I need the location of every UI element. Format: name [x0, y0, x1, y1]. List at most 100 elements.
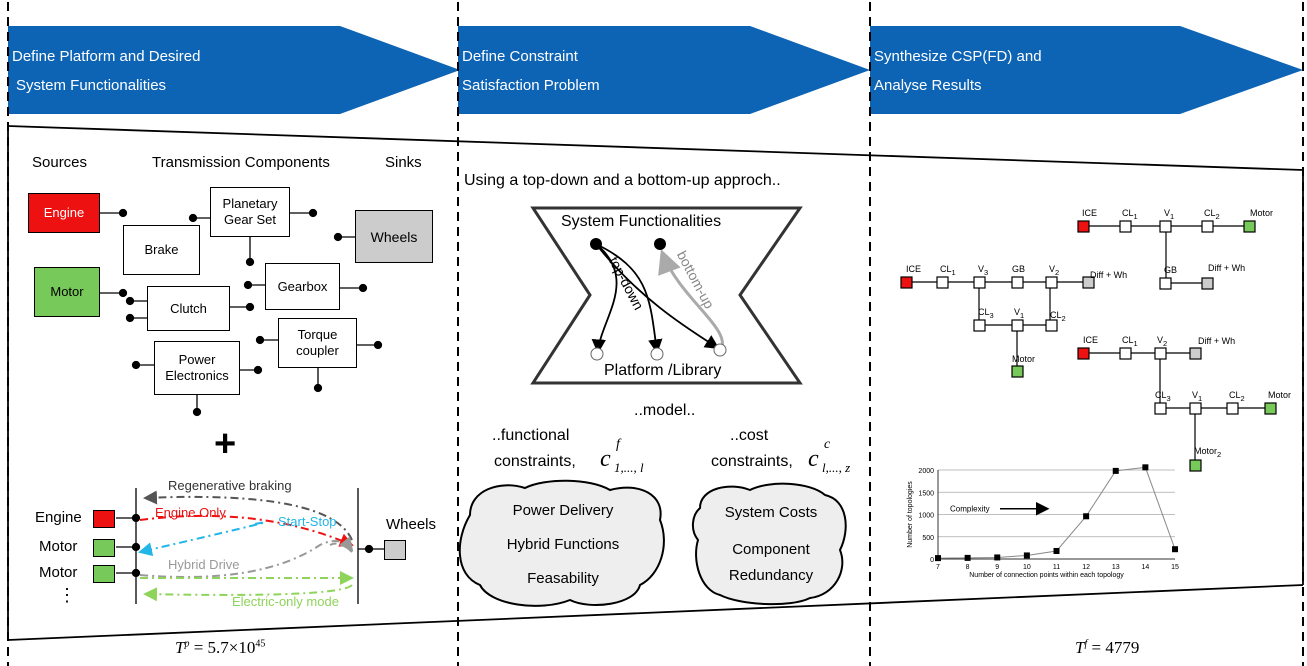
mode-source-motor-1: Motor	[39, 538, 78, 555]
t3-ice: ICE	[1083, 335, 1099, 345]
t2-v1: V1	[1014, 307, 1025, 320]
header-2-line2: Satisfaction Problem	[462, 77, 600, 94]
chart-xtick-label: 11	[1053, 564, 1060, 571]
t2-v2-text: V	[1049, 264, 1056, 274]
t2-cl3: CL3	[978, 307, 994, 320]
chart-xtick-label: 13	[1112, 564, 1120, 571]
chart-point	[1112, 467, 1119, 474]
cloud2-redundancy: Redundancy	[728, 567, 814, 584]
chart-xtick-label: 7	[936, 564, 940, 571]
t1-gb: GB	[1164, 265, 1178, 275]
gearbox-box: Gearbox	[265, 263, 340, 310]
chart-point	[964, 554, 971, 561]
mode-start-stop: Start-Stop	[278, 514, 337, 529]
header-3-line1: Synthesize CSP(FD) and	[874, 48, 1042, 65]
tf-var: T	[1075, 638, 1085, 657]
chart-bg	[938, 468, 1175, 559]
mode-regen: Regenerative braking	[168, 478, 292, 493]
chart-ytick-label: 0	[930, 557, 934, 564]
mode-sink-wheels: Wheels	[386, 516, 437, 533]
t2-cl2-text: CL	[1050, 310, 1062, 320]
mode-arrows	[138, 490, 354, 602]
hourglass	[530, 206, 803, 385]
cost-c-sub: l,..., z	[822, 460, 851, 475]
formula-tf: Tf = 4779	[1075, 638, 1139, 658]
t2-v1-text: V	[1014, 307, 1021, 317]
approach-intro: Using a top-down and a bottom-up approch…	[464, 172, 781, 189]
power-electronics-box: Power Electronics	[154, 341, 240, 395]
constraint-clouds	[458, 479, 847, 607]
func-c-sup: f	[616, 437, 620, 452]
topology-graphs	[900, 220, 1277, 472]
tp-rhs: = 5.7×10	[189, 638, 256, 657]
mode-engine-only: Engine Only	[155, 505, 226, 520]
cloud2-system-costs: System Costs	[724, 504, 818, 521]
t1-motor: Motor	[1250, 208, 1274, 218]
chart-xtick-label: 10	[1023, 564, 1031, 571]
chart-ytick-label: 1000	[918, 513, 934, 520]
sinks-label: Sinks	[385, 154, 422, 171]
func-c-symbol: c	[600, 446, 611, 472]
chart-xtick-label: 14	[1141, 564, 1149, 571]
t3-v2-text: V	[1157, 335, 1164, 345]
t2-v2: V2	[1049, 264, 1060, 277]
planetary-line2: Gear Set	[223, 212, 277, 227]
t3-motor2-text: Motor	[1194, 446, 1218, 456]
mode-source-ellipsis: ⋮	[58, 585, 76, 605]
chart-point	[1142, 464, 1149, 471]
motor-box: Motor	[34, 267, 100, 317]
func-c-sub: 1,..., l	[614, 460, 644, 475]
chart-xtick-label: 15	[1171, 564, 1179, 571]
plus-sign: +	[214, 423, 237, 465]
t3-cl2-text: CL	[1229, 390, 1241, 400]
chart-annotation: Complexity	[950, 505, 990, 514]
wheels-box: Wheels	[355, 210, 433, 263]
t1-v1-text: V	[1164, 208, 1171, 218]
model-label: ..model..	[634, 402, 696, 419]
t3-v2: V2	[1157, 335, 1168, 348]
t2-v3: V3	[978, 264, 989, 277]
cloud1-feasability: Feasability	[527, 570, 599, 587]
component-connectors	[100, 208, 383, 417]
platform-library: Platform /Library	[604, 362, 722, 379]
cloud1-hybrid-functions: Hybrid Functions	[506, 536, 620, 553]
chart-point	[1083, 513, 1090, 520]
clutch-box: Clutch	[147, 286, 230, 331]
t1-diff: Diff + Wh	[1208, 263, 1246, 273]
cost-c-sup: c	[824, 437, 831, 452]
tf-rhs: = 4779	[1087, 638, 1140, 657]
chart-xtick-label: 8	[966, 564, 970, 571]
chart-point	[935, 555, 941, 562]
t2-diff: Diff + Wh	[1090, 270, 1128, 280]
t2-cl1-text: CL	[940, 264, 952, 274]
t2-cl2: CL2	[1050, 310, 1066, 323]
chart-xtick-label: 9	[995, 564, 999, 571]
brake-box: Brake	[123, 225, 200, 275]
chart-ytick-label: 1500	[918, 490, 934, 497]
tp-sup: p	[184, 638, 190, 650]
functional-line2: constraints,	[494, 453, 576, 470]
header-arrows	[8, 26, 1303, 114]
t3-motor2: Motor2	[1194, 446, 1222, 459]
t2-cl1: CL1	[940, 264, 956, 277]
cloud1-power-delivery: Power Delivery	[512, 502, 614, 519]
t1-v1: V1	[1164, 208, 1175, 221]
t3-motor: Motor	[1268, 390, 1292, 400]
power-line1: Power	[178, 352, 216, 367]
power-line2: Electronics	[165, 368, 229, 383]
header-2-line1: Define Constraint	[462, 48, 578, 65]
mode-electric: Electric-only mode	[232, 594, 339, 609]
cost-c-symbol: c	[808, 446, 819, 472]
transmission-label: Transmission Components	[152, 154, 330, 171]
chart-ytick-label: 2000	[918, 468, 934, 475]
header-3-line2: Analyse Results	[874, 77, 982, 94]
t3-cl1-text: CL	[1122, 335, 1134, 345]
mode-hybrid: Hybrid Drive	[168, 557, 240, 572]
system-functionalities: System Functionalities	[561, 213, 722, 230]
chart-xlabel: Number of connection points within each …	[969, 572, 1124, 579]
chart-point	[1023, 552, 1030, 559]
t3-v1-text: V	[1192, 390, 1199, 400]
dashed-separators	[7, 2, 1304, 666]
cost-line1: ..cost	[730, 427, 769, 444]
